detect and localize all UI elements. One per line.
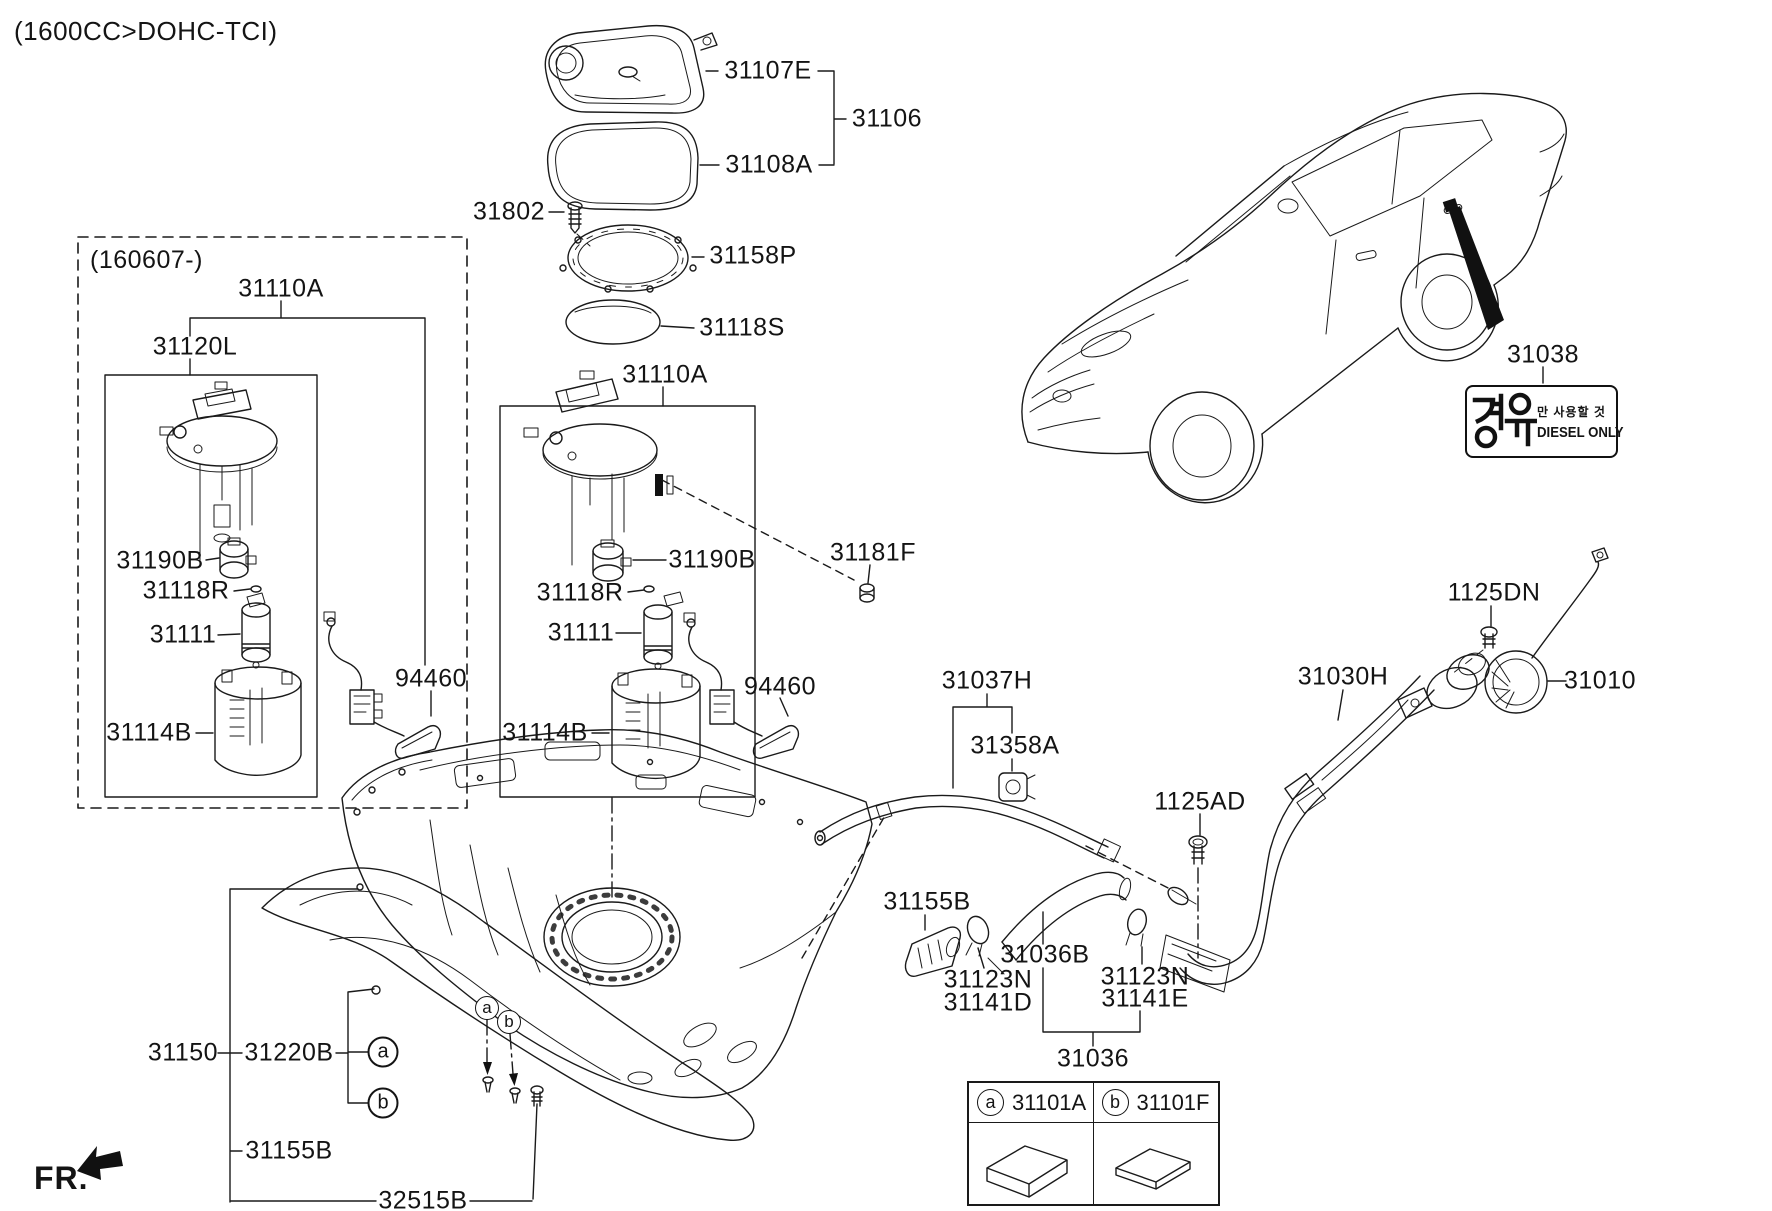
legend-cell-b: b 31101F (1093, 1083, 1218, 1123)
tank-bracket-leaders (217, 888, 538, 1203)
front-direction-label: FR. (34, 1160, 89, 1196)
part-label-31108A: 31108A (725, 150, 813, 179)
legend-sketch-a (969, 1123, 1094, 1204)
part-label-31141D: 31141D (943, 988, 1033, 1017)
part-label-31190B-center: 31190B (668, 545, 756, 574)
part-label-31155B-lower: 31155B (245, 1136, 333, 1165)
part-label-31114B-center: 31114B (502, 718, 588, 747)
car-illustration (1021, 92, 1567, 504)
part-label-31110A-center: 31110A (622, 360, 708, 389)
part-label-31118R-left: 31118R (142, 576, 230, 605)
part-label-31118S: 31118S (699, 313, 785, 342)
part-label-31111-left: 31111 (149, 620, 217, 649)
part-label-31118R-center: 31118R (536, 578, 624, 607)
marker-a-table: a (977, 1089, 1004, 1116)
part-label-31802: 31802 (472, 197, 546, 226)
part-label-31010: 31010 (1563, 666, 1637, 695)
production-date-note: (160607-) (90, 246, 203, 274)
legend-code-a: 31101A (1012, 1089, 1087, 1115)
part-label-31220B: 31220B (244, 1038, 334, 1067)
left-variant-box (77, 236, 468, 809)
part-label-31110A-left: 31110A (238, 274, 324, 303)
part-label-31123N-right: 31123N (1100, 962, 1190, 991)
diesel-only-sticker: 경유 만 사용할 것 DIESEL ONLY (1465, 385, 1624, 458)
part-label-31155B-upper: 31155B (883, 887, 971, 916)
filler-hose-group-drawing (904, 871, 1148, 1047)
fuel-tank-drawing (341, 729, 873, 1099)
part-label-31358A: 31358A (970, 731, 1060, 760)
part-label-31123N-left: 31123N (943, 965, 1033, 994)
part-label-31120L: 31120L (152, 332, 238, 361)
part-label-31181F: 31181F (830, 538, 916, 567)
pad-b-sketch-icon (1115, 1147, 1191, 1190)
marker-b-on-tank: b (497, 1010, 521, 1034)
part-label-31030H: 31030H (1297, 662, 1389, 691)
part-label-31150: 31150 (147, 1038, 219, 1067)
part-label-1125DN: 1125DN (1447, 578, 1541, 607)
part-label-94460-left: 94460 (394, 664, 468, 693)
part-label-31036B: 31036B (1000, 940, 1090, 969)
part-label-31036: 31036 (1056, 1044, 1130, 1073)
marker-b-bracket: b (367, 1087, 399, 1119)
front-direction-arrow-icon (77, 1146, 123, 1180)
marker-a-bracket: a (367, 1036, 399, 1068)
part-label-31111-center: 31111 (547, 618, 615, 647)
center-pump-module-box (499, 370, 875, 903)
part-label-32515B: 32515B (378, 1186, 468, 1211)
part-label-31141E: 31141E (1101, 984, 1189, 1013)
part-label-31106: 31106 (851, 104, 923, 133)
part-label-1125AD: 1125AD (1154, 787, 1246, 816)
diesel-sticker-korean-large-icon (1472, 392, 1537, 448)
diesel-sticker-english-text: DIESEL ONLY (1537, 423, 1624, 441)
part-label-31038: 31038 (1506, 340, 1580, 369)
part-label-94460-center: 94460 (743, 672, 817, 701)
legend-cell-a: a 31101A (969, 1083, 1094, 1123)
diagram-title: (1600CC>DOHC-TCI) (14, 16, 278, 46)
service-cover-drawing (544, 24, 847, 345)
part-label-31190B-left: 31190B (116, 546, 204, 575)
part-label-31114B-left: 31114B (106, 718, 192, 747)
pad-a-sketch-icon (986, 1144, 1068, 1198)
diesel-sticker-korean-small-text: 만 사용할 것 (1537, 404, 1606, 419)
part-label-31107E: 31107E (724, 56, 812, 85)
fuel-door-pointer-wedge (1449, 206, 1504, 330)
legend-sketch-b (1094, 1123, 1219, 1204)
legend-code-b: 31101F (1136, 1089, 1210, 1115)
pad-legend-table: a 31101A b 31101F (967, 1081, 1220, 1206)
part-label-31037H: 31037H (941, 666, 1033, 695)
marker-b-table: b (1101, 1089, 1129, 1116)
tank-protector-drawing (261, 867, 755, 1141)
marker-a-on-tank: a (475, 996, 499, 1020)
vent-tube-drawing (801, 693, 1173, 959)
filler-pipe-drawing (1159, 547, 1609, 993)
part-label-31158P: 31158P (709, 241, 797, 270)
